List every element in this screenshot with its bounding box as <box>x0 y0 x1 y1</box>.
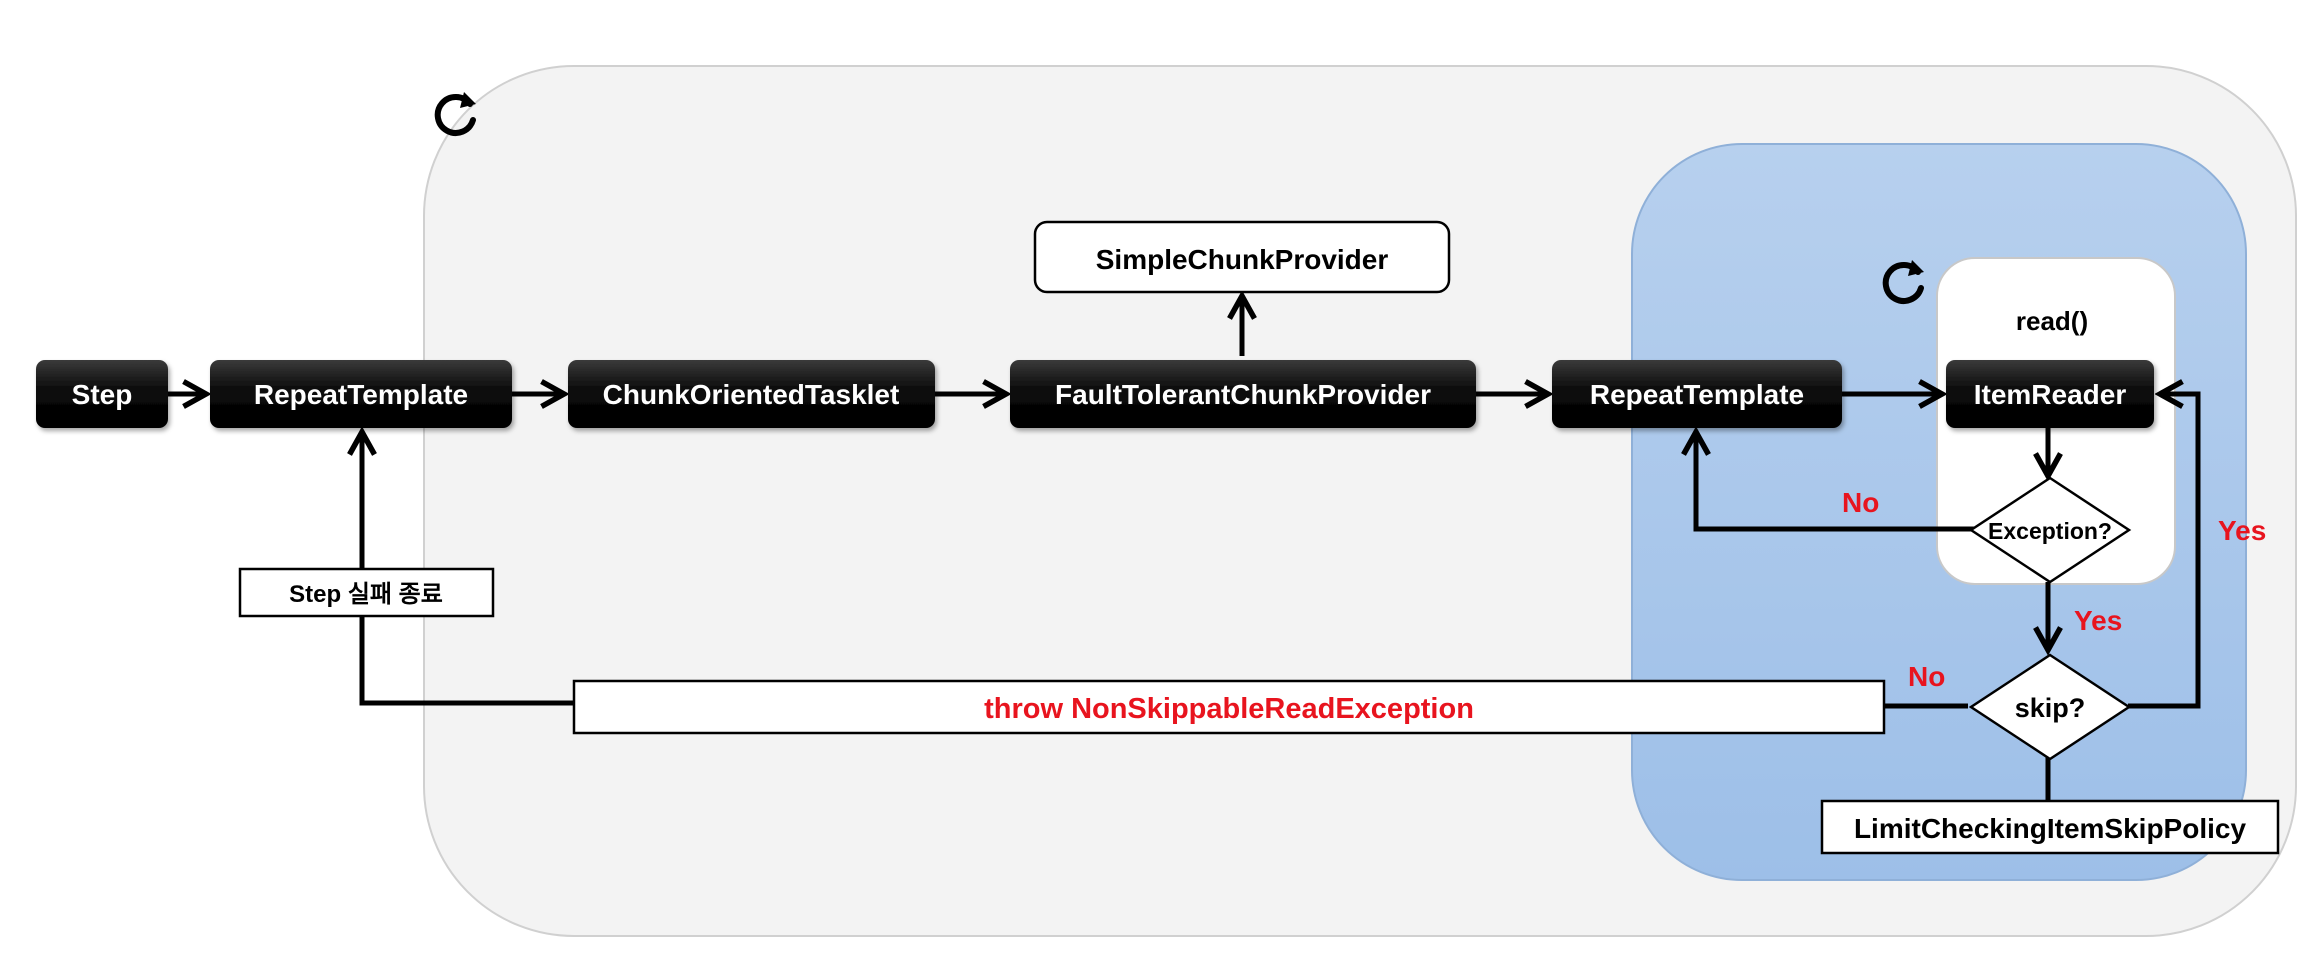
limit-checking-policy-node: LimitCheckingItemSkipPolicy <box>1820 799 2280 855</box>
read-method-label: read() <box>2016 306 2088 336</box>
simple-chunk-provider-label: SimpleChunkProvider <box>1096 244 1389 275</box>
limit-checking-policy-label: LimitCheckingItemSkipPolicy <box>1854 813 2247 844</box>
exception-yes-label: Yes <box>2074 605 2122 636</box>
step-node: Step <box>36 360 168 428</box>
item-reader-label: ItemReader <box>1974 379 2127 410</box>
exception-decision-node: Exception? <box>1968 476 2132 584</box>
throw-exception-label: throw NonSkippableReadException <box>984 693 1474 725</box>
simple-chunk-provider-node: SimpleChunkProvider <box>1033 220 1451 294</box>
edge-skip-yes <box>2128 394 2201 709</box>
chunk-oriented-tasklet-node: ChunkOrientedTasklet <box>568 360 935 428</box>
refresh-icon <box>1882 260 1924 304</box>
skip-no-label: No <box>1908 661 1945 692</box>
step-fail-end-label: Step 실패 종료 <box>289 581 443 608</box>
skip-decision-label: skip? <box>2015 693 2086 723</box>
chunk-oriented-tasklet-label: ChunkOrientedTasklet <box>603 379 900 410</box>
repeat-template-inner-node: RepeatTemplate <box>1552 360 1842 428</box>
exception-decision-label: Exception? <box>1988 518 2112 544</box>
repeat-template-outer-label: RepeatTemplate <box>254 379 468 410</box>
step-fail-end-node: Step 실패 종료 <box>238 567 495 618</box>
skip-decision-node: skip? <box>1968 653 2132 761</box>
exception-no-label: No <box>1842 487 1879 518</box>
edge-fail-repeat <box>362 432 574 706</box>
edge-exception-no <box>1696 432 1974 532</box>
item-reader-node: ItemReader <box>1946 360 2154 428</box>
skip-yes-label: Yes <box>2218 515 2266 546</box>
repeat-template-inner-label: RepeatTemplate <box>1590 379 1804 410</box>
step-label: Step <box>72 379 133 410</box>
fault-tolerant-chunk-provider-label: FaultTolerantChunkProvider <box>1055 379 1431 410</box>
repeat-template-outer-node: RepeatTemplate <box>210 360 512 428</box>
refresh-icon <box>434 92 476 136</box>
fault-tolerant-chunk-provider-node: FaultTolerantChunkProvider <box>1010 360 1476 428</box>
throw-exception-node: throw NonSkippableReadException <box>572 679 1886 735</box>
